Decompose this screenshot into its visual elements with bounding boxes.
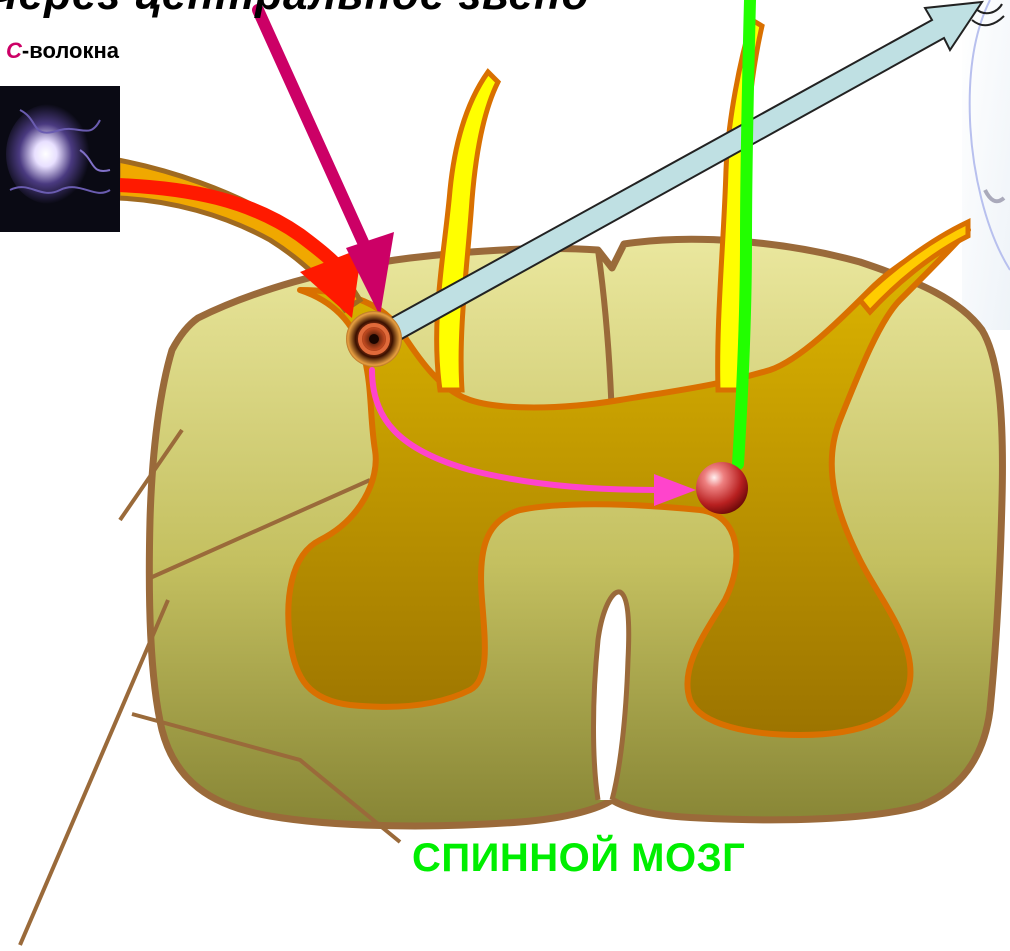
brain-partial-image <box>962 0 1010 330</box>
receptor-neuron-icon <box>346 311 402 367</box>
diagram-title: через центральное звено <box>0 0 589 20</box>
fiber-label-rest: -волокна <box>22 38 119 63</box>
pain-stimulus-image <box>0 86 120 232</box>
motor-neuron-ball-icon <box>696 462 748 514</box>
fiber-label: С-волокна <box>6 38 119 64</box>
spinal-cord-label: СПИННОЙ МОЗГ <box>412 836 745 881</box>
fiber-letter: С <box>6 38 22 63</box>
